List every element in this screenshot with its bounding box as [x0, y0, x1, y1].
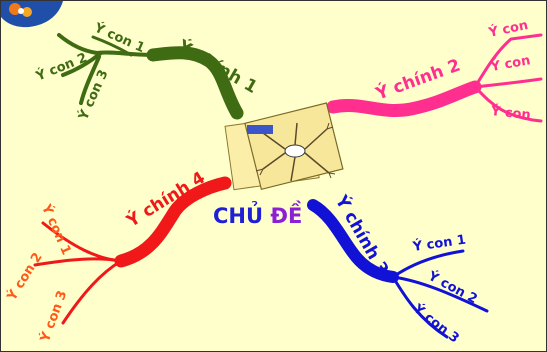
center-topic-title: CHỦ ĐỀ: [213, 204, 302, 228]
branch-2-sub-3: Ý con: [490, 104, 532, 124]
branch-3-lines: [307, 199, 489, 339]
center-title-part1: CHỦ: [213, 204, 264, 228]
flower-logo-icon: [1, 1, 63, 28]
branch-4-lines: [33, 176, 232, 325]
branch-1-lines: [57, 33, 244, 120]
center-title-part2: ĐỀ: [263, 204, 303, 228]
branch-2-lines: [326, 33, 543, 123]
mindmap-papers-icon: [224, 102, 344, 191]
